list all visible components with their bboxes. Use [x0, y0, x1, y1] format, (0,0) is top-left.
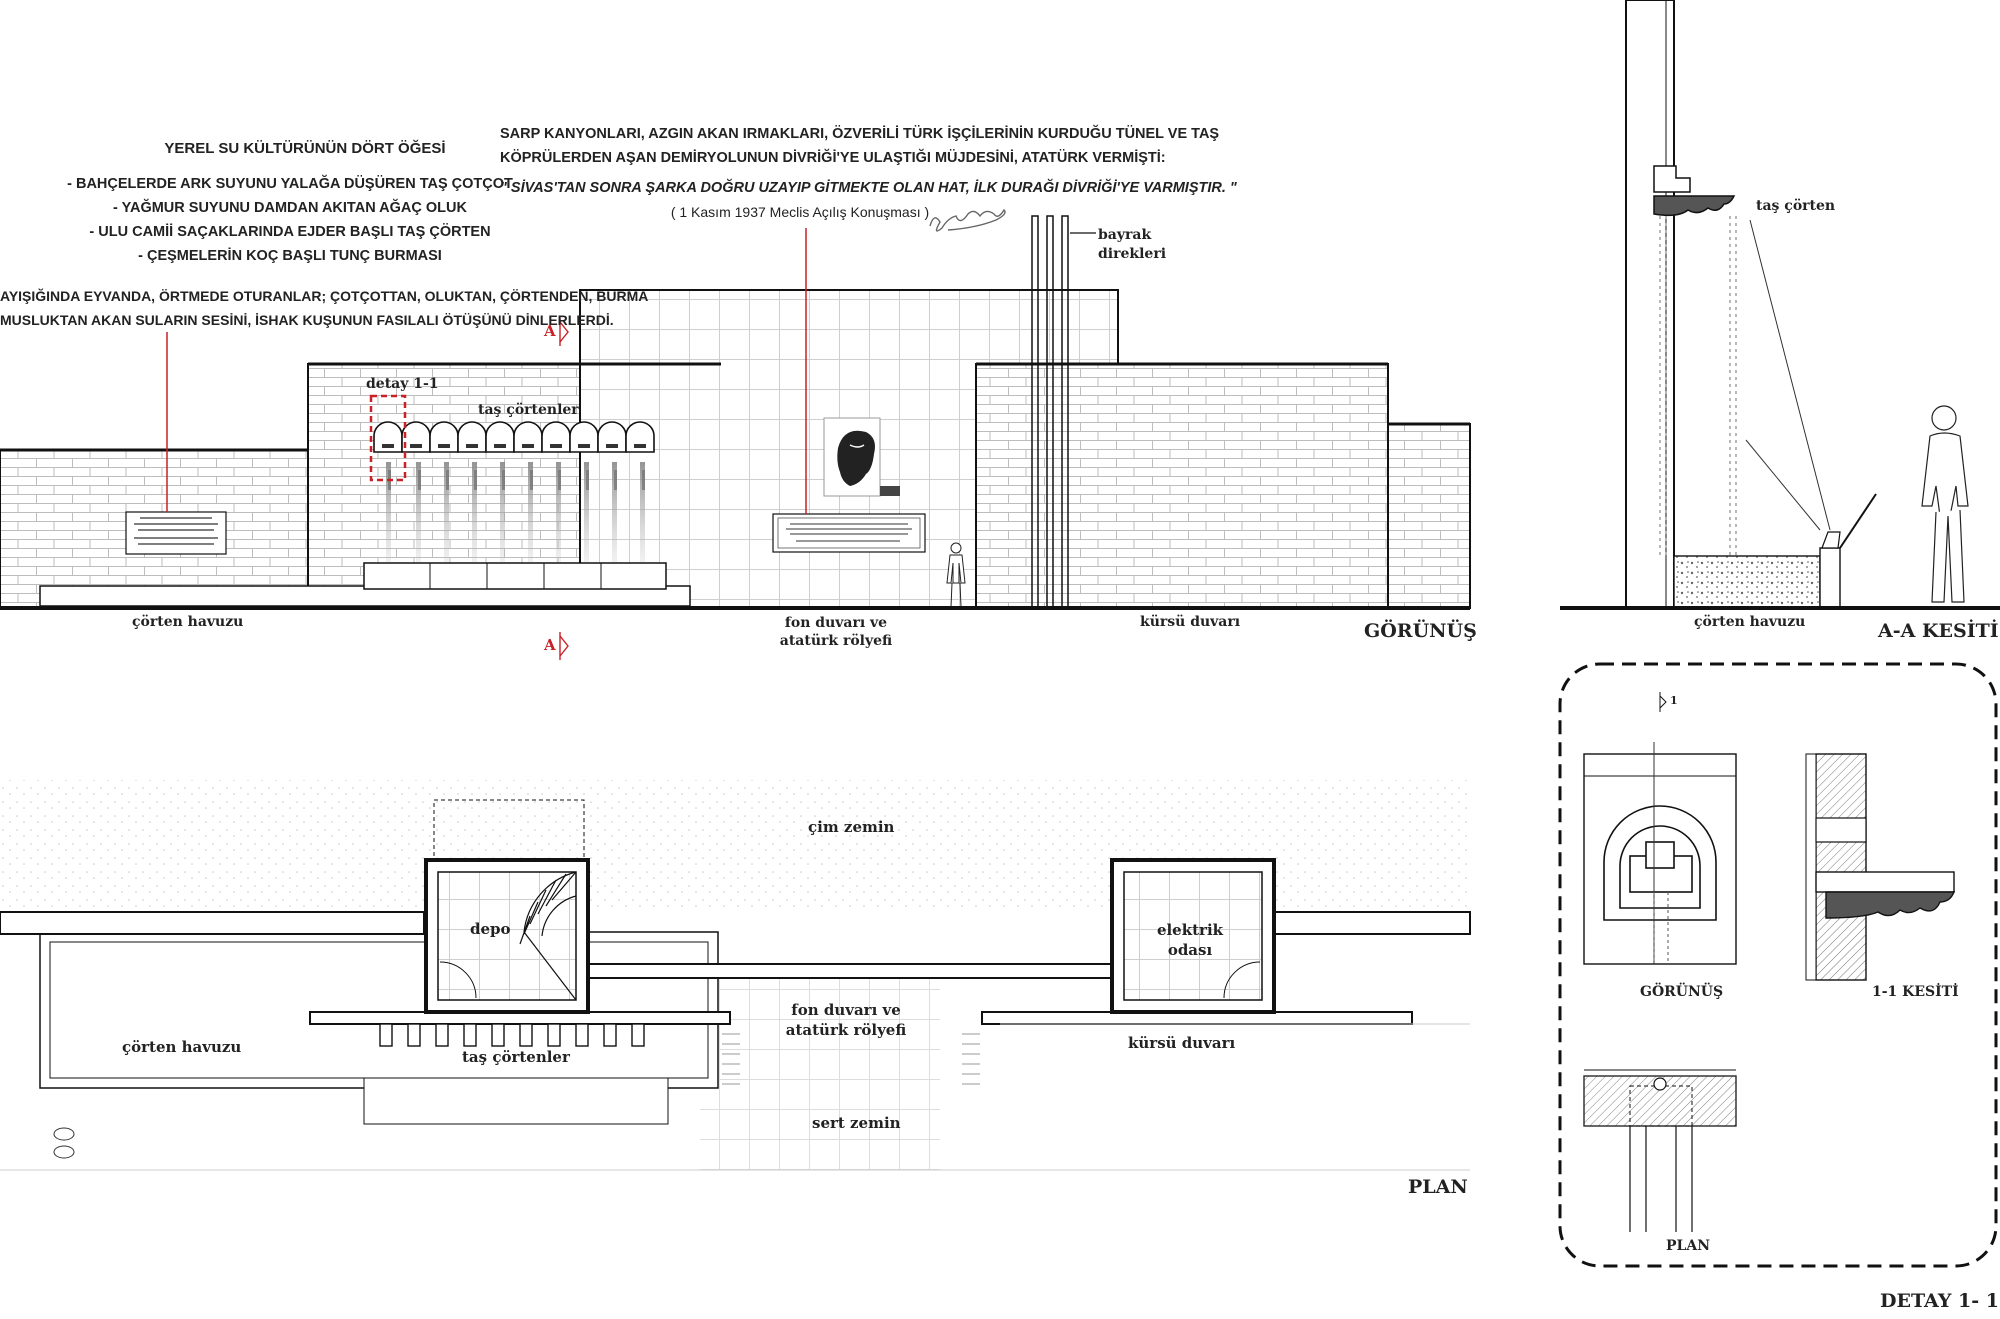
plan-drawing: [0, 780, 1471, 1171]
railway-text: SARP KANYONLARI, AZGIN AKAN IRMAKLARI, Ö…: [500, 122, 1220, 170]
plan-wall-line: atatürk rölyefi: [785, 1021, 907, 1039]
water-culture-heading: YEREL SU KÜLTÜRÜNÜN DÖRT ÖĞESİ: [164, 140, 446, 157]
plan-wall-label: fon duvarı ve atatürk rölyefi: [756, 1000, 936, 1040]
water-culture-list: - BAHÇELERDE ARK SUYUNU YALAĞA DÜŞÜREN T…: [60, 172, 520, 268]
section-spout-label: taş çörten: [1756, 198, 1836, 214]
plan-spouts-label: taş çörtenler: [462, 1048, 570, 1066]
section-marker-bottom: A: [544, 636, 556, 654]
quote-source: ( 1 Kasım 1937 Meclis Açılış Konuşması ): [670, 204, 930, 220]
detail-drawing: [1558, 662, 1998, 1268]
railway-line: KÖPRÜLERDEN AŞAN DEMİRYOLUNUN DİVRİĞİ'YE…: [500, 150, 1166, 166]
flagpoles-label-line: direkleri: [1098, 246, 1167, 262]
ataturk-quote: " SİVAS'TAN SONRA ŞARKA DOĞRU UZAYIP GİT…: [500, 180, 1237, 196]
water-culture-item: - BAHÇELERDE ARK SUYUNU YALAĞA DÜŞÜREN T…: [67, 176, 513, 192]
plan-wall-line: fon duvarı ve: [791, 1001, 901, 1019]
elevation-title: GÖRÜNÜŞ: [1364, 620, 1477, 642]
plan-hard-ground-label: sert zemin: [812, 1114, 901, 1132]
paragraph-line: MUSLUKTAN AKAN SULARIN SESİNİ, İSHAK KUŞ…: [0, 312, 614, 328]
plan-pool-label: çörten havuzu: [122, 1038, 242, 1056]
pool-label: çörten havuzu: [132, 614, 244, 630]
detail-marker-label: detay 1-1: [366, 376, 439, 392]
flagpoles-label: bayrak direkleri: [1098, 226, 1166, 264]
water-culture-paragraph: AYIŞIĞINDA EYVANDA, ÖRTMEDE OTURANLAR; Ç…: [0, 284, 649, 332]
plan-electric-label: elektrik odası: [1140, 920, 1240, 960]
section-marker-top: A: [544, 322, 556, 340]
spouts-label: taş çörtenler: [478, 402, 579, 418]
plan-title: PLAN: [1408, 1176, 1468, 1198]
elevation-drawing: [0, 208, 1471, 660]
section-title: A-A KESİTİ: [1878, 620, 1999, 642]
wall-label: fon duvarı ve atatürk rölyefi: [756, 614, 916, 650]
plan-electric-line: odası: [1167, 941, 1213, 959]
detail-section-label: 1-1 KESİTİ: [1872, 984, 1959, 1000]
detail-elevation-label: GÖRÜNÜŞ: [1640, 984, 1724, 1000]
detail-plan-label: PLAN: [1666, 1238, 1711, 1254]
paragraph-line: AYIŞIĞINDA EYVANDA, ÖRTMEDE OTURANLAR; Ç…: [0, 288, 649, 304]
detail-title: DETAY 1- 1: [1880, 1290, 1999, 1312]
wall-label-line: fon duvarı ve: [784, 615, 888, 631]
water-culture-item: - YAĞMUR SUYUNU DAMDAN AKITAN AĞAÇ OLUK: [113, 200, 467, 216]
section-pool-label: çörten havuzu: [1694, 614, 1806, 630]
water-culture-item: - ÇEŞMELERİN KOÇ BAŞLI TUNÇ BURMASI: [138, 248, 442, 264]
plan-lawn-label: çim zemin: [808, 818, 895, 836]
plan-electric-line: elektrik: [1156, 921, 1224, 939]
wall-label-line: atatürk rölyefi: [779, 633, 893, 649]
section-aa-drawing: [1560, 0, 2000, 610]
podium-label: kürsü duvarı: [1140, 614, 1241, 630]
water-culture-item: - ULU CAMİİ SAÇAKLARINDA EJDER BAŞLI TAŞ…: [89, 224, 491, 240]
flagpoles-label-line: bayrak: [1098, 227, 1152, 243]
railway-line: SARP KANYONLARI, AZGIN AKAN IRMAKLARI, Ö…: [500, 126, 1220, 142]
plan-podium-label: kürsü duvarı: [1128, 1034, 1236, 1052]
plan-storage-label: depo: [470, 920, 511, 938]
detail-section-marker: 1: [1670, 694, 1678, 707]
